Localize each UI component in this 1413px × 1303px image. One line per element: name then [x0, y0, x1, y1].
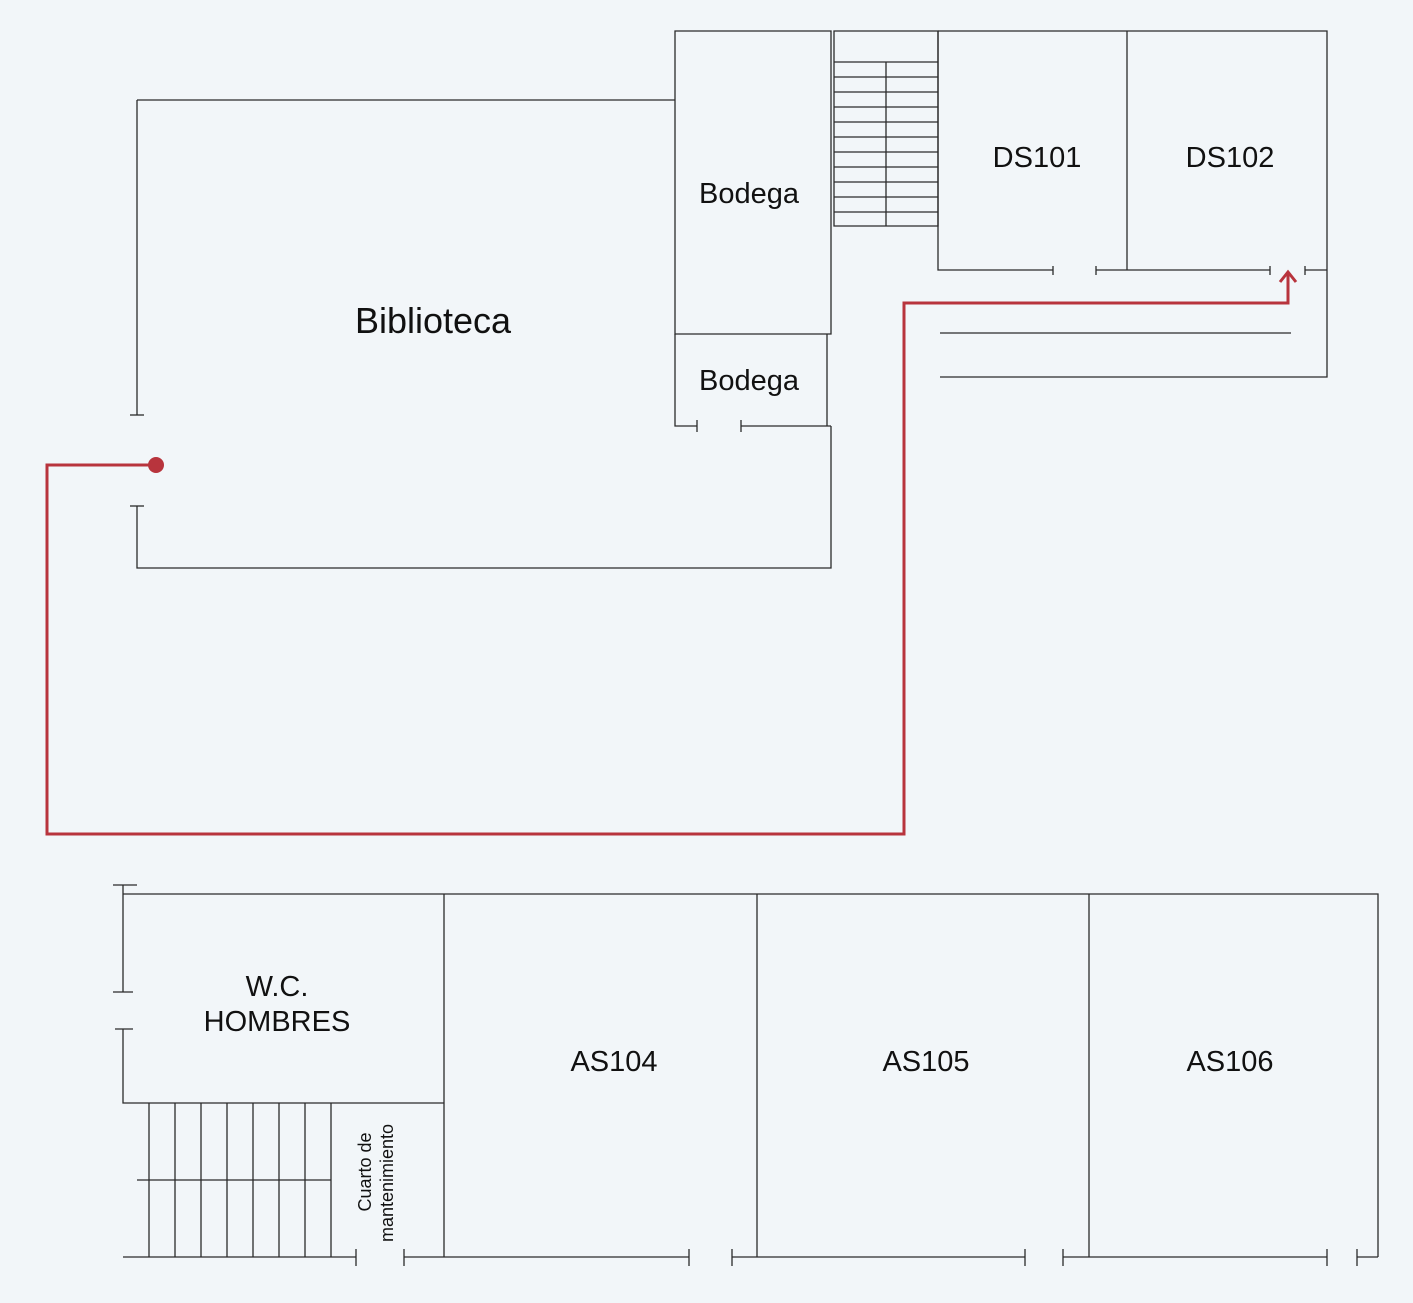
bodega-lower-room	[674, 334, 831, 432]
as105-label: AS105	[882, 1046, 969, 1078]
route-start-dot	[148, 457, 164, 473]
bodega-lower-label: Bodega	[699, 365, 800, 397]
maintenance-label-line2: mantenimiento	[377, 1124, 397, 1242]
maintenance-label-line1: Cuarto de	[355, 1132, 375, 1211]
bottom-block-walls	[113, 884, 1379, 1266]
as106-label: AS106	[1186, 1046, 1273, 1078]
wc-label-line1: W.C.	[246, 971, 309, 1003]
as104-label: AS104	[570, 1046, 657, 1078]
lower-staircase	[137, 1103, 332, 1257]
bodega-upper-room	[674, 30, 832, 335]
biblioteca-label: Biblioteca	[355, 300, 512, 341]
ds102-label: DS102	[1186, 142, 1275, 174]
bodega-upper-label: Bodega	[699, 178, 800, 210]
ds101-label: DS101	[993, 142, 1082, 174]
route-path	[45, 269, 1298, 836]
wc-label-line2: HOMBRES	[204, 1006, 351, 1038]
biblioteca-room	[130, 99, 832, 569]
ds-rooms-block	[937, 30, 1328, 378]
upper-staircase	[833, 30, 939, 227]
